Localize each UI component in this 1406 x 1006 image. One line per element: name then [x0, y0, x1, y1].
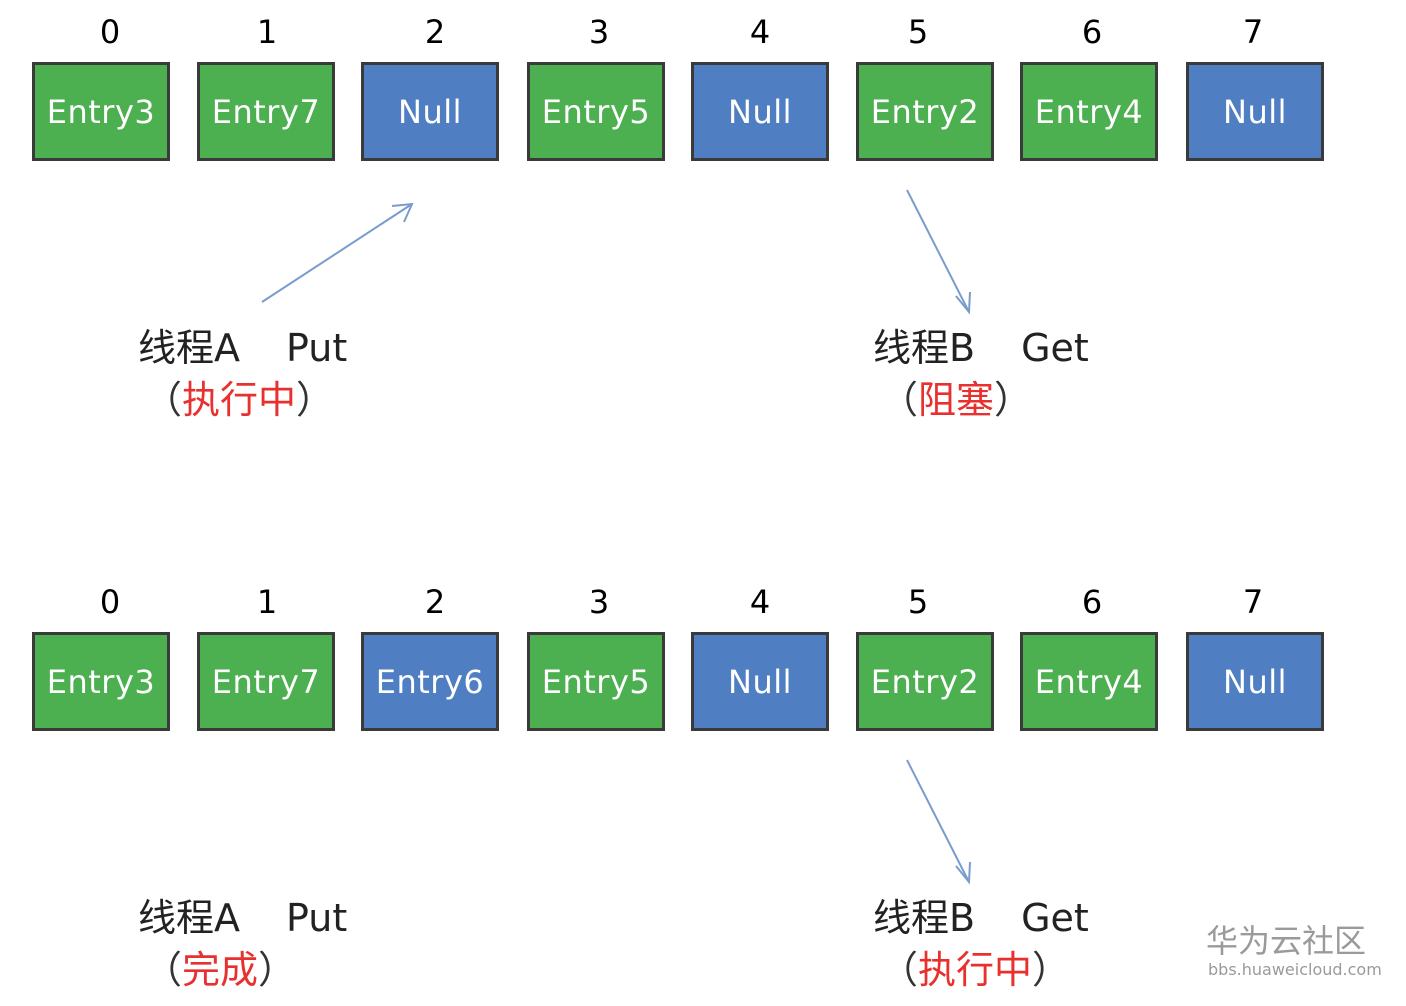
thread-b-status: （执行中） — [880, 948, 1071, 992]
thread-a-label: 线程A Put — [138, 324, 347, 372]
bucket-label: Entry7 — [211, 92, 321, 131]
index-label: 5 — [907, 583, 929, 621]
bucket-cell: Null — [1186, 632, 1324, 731]
index-label: 7 — [1242, 583, 1264, 621]
bucket-cell: Entry5 — [527, 632, 665, 731]
bucket-cell: Entry4 — [1020, 632, 1158, 731]
bucket-cell: Entry3 — [32, 632, 170, 731]
arrow-bucket-5-to-thread-b-top — [906, 189, 971, 315]
thread-name: 线程A — [138, 896, 240, 940]
bucket-label: Entry2 — [870, 662, 980, 701]
bucket-cell: Null — [691, 62, 829, 161]
bucket-label: Null — [728, 92, 792, 131]
thread-op: Get — [1021, 896, 1089, 940]
bucket-cell: Entry2 — [856, 632, 994, 731]
index-label: 3 — [588, 583, 610, 621]
bucket-cell: Entry6 — [361, 632, 499, 731]
bucket-label: Null — [1223, 92, 1287, 131]
index-label: 2 — [424, 13, 446, 51]
bucket-cell: Entry7 — [197, 632, 335, 731]
thread-b-label: 线程B Get — [873, 324, 1089, 372]
bucket-label: Entry3 — [46, 92, 156, 131]
array-top: 0 1 2 3 4 5 6 7 Entry3 Entry7 Null Entry… — [0, 10, 1406, 190]
status-text: 执行中 — [918, 948, 1033, 992]
bucket-label: Entry5 — [541, 662, 651, 701]
index-label: 2 — [424, 583, 446, 621]
bucket-label: Entry6 — [375, 662, 485, 701]
index-label: 1 — [256, 13, 278, 51]
index-label: 6 — [1081, 583, 1103, 621]
thread-op: Put — [286, 896, 348, 940]
bucket-cell: Entry2 — [856, 62, 994, 161]
status-text: 阻塞 — [918, 378, 995, 422]
thread-name: 线程B — [873, 896, 976, 940]
index-label: 0 — [99, 13, 121, 51]
arrow-thread-a-to-bucket-2 — [261, 202, 414, 303]
bucket-label: Entry4 — [1034, 662, 1144, 701]
bucket-cell: Entry4 — [1020, 62, 1158, 161]
index-label: 6 — [1081, 13, 1103, 51]
bucket-label: Null — [1223, 662, 1287, 701]
thread-a-status: （完成） — [144, 948, 297, 992]
bucket-cell: Entry7 — [197, 62, 335, 161]
thread-b-status: （阻塞） — [880, 378, 1033, 422]
index-label: 7 — [1242, 13, 1264, 51]
bucket-cell: Null — [1186, 62, 1324, 161]
thread-name: 线程A — [138, 326, 240, 370]
bucket-label: Entry7 — [211, 662, 321, 701]
bucket-label: Null — [398, 92, 462, 131]
bucket-label: Null — [728, 662, 792, 701]
bucket-label: Entry2 — [870, 92, 980, 131]
bucket-label: Entry5 — [541, 92, 651, 131]
thread-b-label: 线程B Get — [873, 894, 1089, 942]
bucket-cell: Entry3 — [32, 62, 170, 161]
bucket-label: Entry4 — [1034, 92, 1144, 131]
thread-a-label: 线程A Put — [138, 894, 347, 942]
thread-op: Get — [1021, 326, 1089, 370]
index-label: 1 — [256, 583, 278, 621]
status-text: 执行中 — [182, 378, 297, 422]
watermark-url: bbs.huaweicloud.com — [1208, 960, 1382, 979]
bucket-cell: Null — [361, 62, 499, 161]
bucket-cell: Null — [691, 632, 829, 731]
index-label: 3 — [588, 13, 610, 51]
bucket-label: Entry3 — [46, 662, 156, 701]
thread-op: Put — [286, 326, 348, 370]
index-label: 5 — [907, 13, 929, 51]
index-label: 4 — [749, 583, 771, 621]
index-label: 0 — [99, 583, 121, 621]
status-text: 完成 — [182, 948, 259, 992]
watermark-logo-text: 华为云社区 — [1206, 922, 1367, 960]
arrow-bucket-5-to-thread-b-bottom — [906, 759, 971, 885]
bucket-cell: Entry5 — [527, 62, 665, 161]
thread-a-status: （执行中） — [144, 378, 335, 422]
thread-name: 线程B — [873, 326, 976, 370]
index-label: 4 — [749, 13, 771, 51]
array-bottom: 0 1 2 3 4 5 6 7 Entry3 Entry7 Entry6 Ent… — [0, 580, 1406, 760]
